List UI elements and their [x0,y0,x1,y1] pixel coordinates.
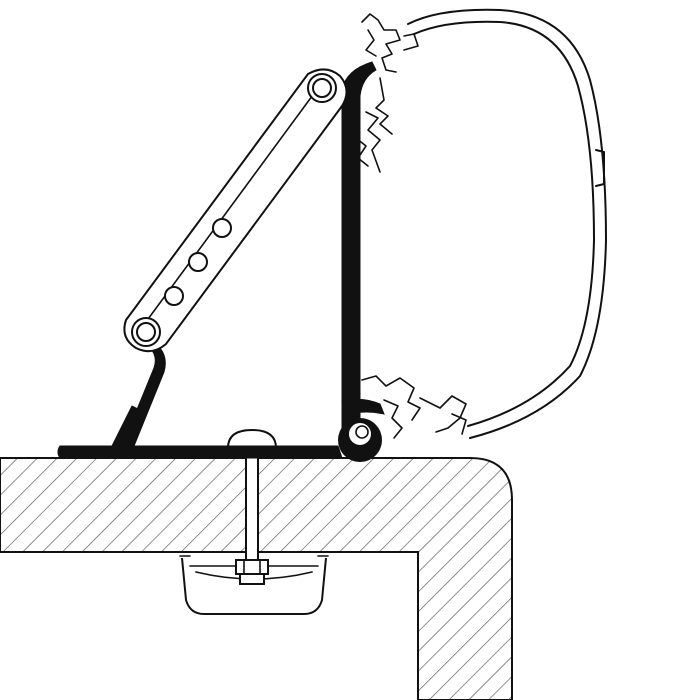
vertical-adapter-rail [338,61,385,462]
roof-panel [0,457,513,700]
base-foot-profile [57,333,343,459]
support-strut [123,68,348,353]
mounting-bolt [226,428,278,585]
interior-clamp-plate [179,555,329,615]
awning-cassette-housing [355,8,607,439]
